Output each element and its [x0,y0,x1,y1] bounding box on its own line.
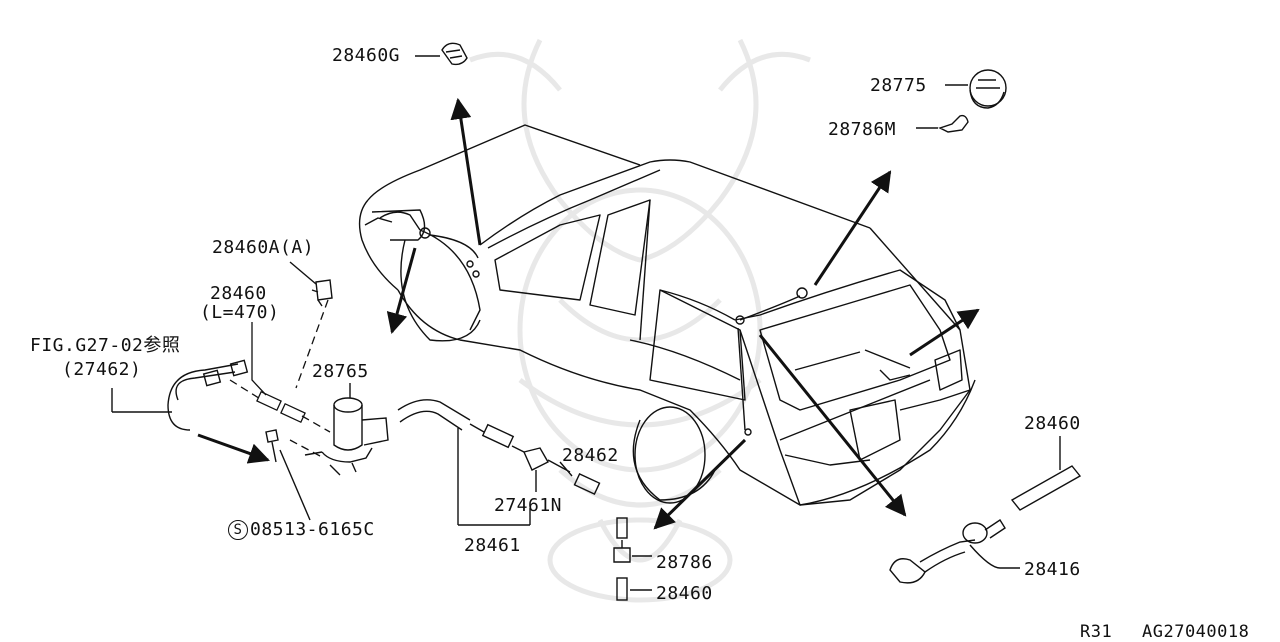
part-label-28786M: 28786M [828,119,897,140]
part-label-28460-hose: 28460 [210,283,267,304]
part-label-28786: 28786 [656,552,713,573]
part-label-28461: 28461 [464,535,521,556]
callout-arrows [197,97,980,530]
part-label-28460-length: (L=470) [200,302,280,323]
hose-28460-right [1010,436,1082,511]
part-28786M [916,114,969,133]
watermark-emblem [469,38,811,603]
part-label-28416: 28416 [1024,559,1081,580]
part-label-28765: 28765 [312,361,369,382]
hose-28460-dashed [229,299,331,457]
part-28775-cap [945,69,1007,109]
figure-reference: FIG.G27-02参照 [30,335,181,356]
part-label-27462: (27462) [62,359,142,380]
screw-08513 [265,429,311,521]
part-label-28460-bottom: 28460 [656,583,713,604]
clip-28460A [289,261,333,307]
screw-symbol: S [228,520,248,540]
part-label-28460-right: 28460 [1024,413,1081,434]
check-valve-27461N [523,447,601,496]
hose-27462 [111,359,249,431]
part-label-28460A: 28460A(A) [212,237,315,258]
hose-28461 [397,399,531,526]
part-28416 [889,519,1020,584]
vehicle-outline [358,124,976,506]
washer-pump-28765 [304,383,389,476]
part-label-28462: 28462 [562,445,619,466]
footer-diagram-code: AG27040018 [1142,622,1250,642]
screw-code: 08513-6165C [250,519,375,540]
joint-28786-lower [613,517,652,601]
footer-model: R31 [1080,622,1113,642]
part-label-27461N: 27461N [494,495,563,516]
part-label-28775: 28775 [870,75,927,96]
nozzle-28460G [415,42,468,66]
part-label-28460G: 28460G [332,45,401,66]
